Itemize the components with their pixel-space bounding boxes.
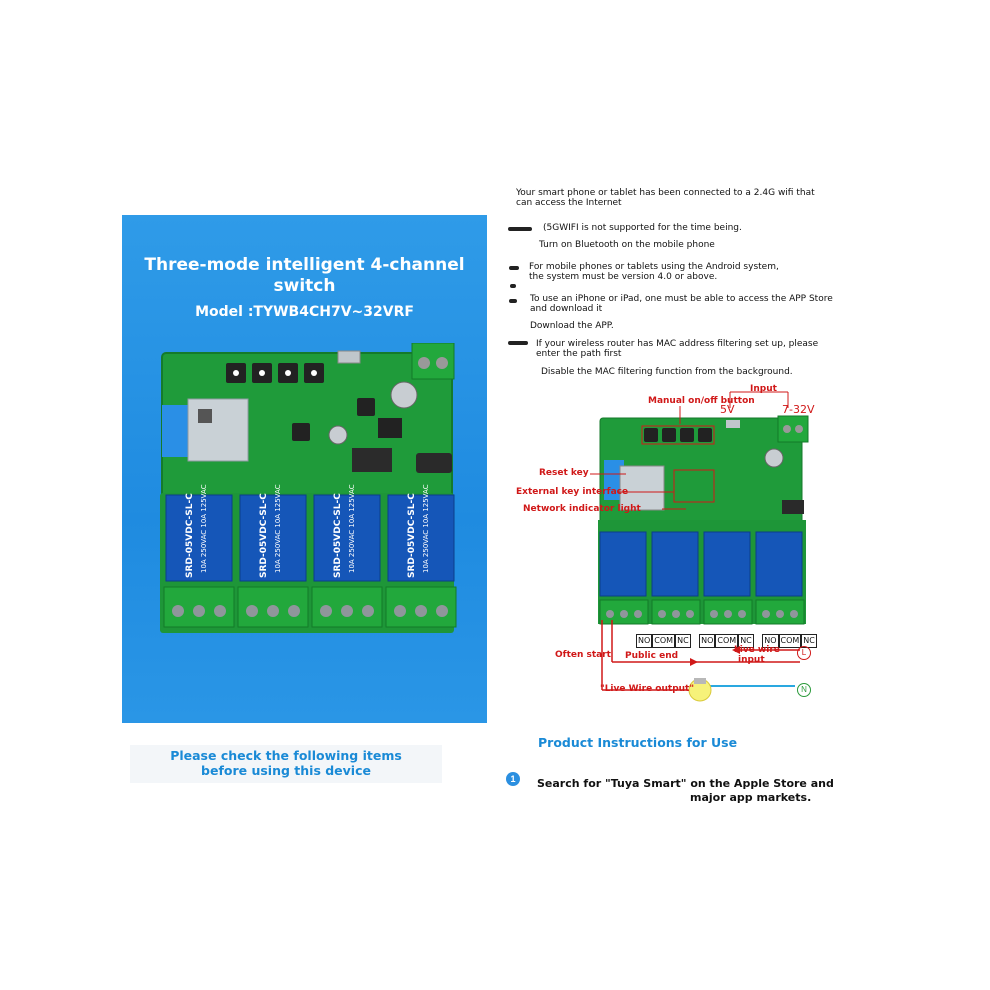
relay-group xyxy=(165,494,455,582)
requirement-4-line1: For mobile phones or tablets using the A… xyxy=(529,262,779,272)
requirement-1-line1: Your smart phone or tablet has been conn… xyxy=(516,188,815,198)
bullet-4-icon xyxy=(509,266,519,270)
often-start-label: Often start xyxy=(555,650,611,660)
requirement-5: To use an iPhone or iPad, one must be ab… xyxy=(530,294,833,314)
callout-lines xyxy=(590,391,789,510)
requirement-1-line2: can access the Internet xyxy=(516,198,622,208)
neutral-n-icon: N xyxy=(797,683,811,697)
live-l-icon: L xyxy=(797,646,811,660)
notice-line2: before using this device xyxy=(201,763,371,778)
svg-text:SRD-05VDC-SL-C: SRD-05VDC-SL-C xyxy=(407,493,417,578)
requirement-8: Disable the MAC filtering function from … xyxy=(541,367,793,377)
requirement-7-line2: enter the path first xyxy=(536,349,622,359)
terminal-nc-1: NC xyxy=(675,634,691,648)
svg-text:SRD-05VDC-SL-C: SRD-05VDC-SL-C xyxy=(333,493,343,578)
pcb-board-image: SRD-05VDC-SL-C SRD-05VDC-SL-C SRD-05VDC-… xyxy=(160,343,457,633)
svg-text:10A 250VAC 10A 125VAC: 10A 250VAC 10A 125VAC xyxy=(348,484,356,573)
product-title-line2: switch xyxy=(273,276,336,296)
wiring-board-image xyxy=(598,415,809,625)
wiring-lines xyxy=(601,620,800,702)
bullet-7-icon xyxy=(508,341,528,345)
svg-text:10A 250VAC 10A 125VAC: 10A 250VAC 10A 125VAC xyxy=(422,484,430,573)
notice-box: Please check the following items before … xyxy=(130,745,442,783)
requirement-1: Your smart phone or tablet has been conn… xyxy=(516,188,815,208)
step1-line1: Search for "Tuya Smart" on the Apple Sto… xyxy=(537,777,834,790)
manual-button-label: Manual on/off button xyxy=(648,396,755,406)
requirement-4-line2: the system must be version 4.0 or above. xyxy=(529,272,718,282)
network-light-label: Network indicator light xyxy=(523,504,641,514)
live-wire-input-label: Live wire input xyxy=(734,645,780,665)
requirement-6: Download the APP. xyxy=(530,321,614,331)
product-model: Model :TYWB4CH7V~32VRF xyxy=(195,304,414,320)
input-label: Input xyxy=(750,384,777,394)
7-32v-label: 7-32V xyxy=(782,403,815,416)
terminal-no-1: NO xyxy=(636,634,653,648)
terminal-com-2: COM xyxy=(715,634,739,648)
requirement-3: Turn on Bluetooth on the mobile phone xyxy=(539,240,715,250)
step-number-icon: 1 xyxy=(506,772,520,786)
terminal-com-3: COM xyxy=(778,634,802,648)
reset-key-label: Reset key xyxy=(539,468,589,478)
requirement-5-line1: To use an iPhone or iPad, one must be ab… xyxy=(530,294,833,304)
terminal-nc-2: NC xyxy=(738,634,754,648)
svg-text:10A 250VAC 10A 125VAC: 10A 250VAC 10A 125VAC xyxy=(274,484,282,573)
requirement-4: For mobile phones or tablets using the A… xyxy=(529,262,779,282)
external-key-label: External key interface xyxy=(516,487,629,497)
5v-label: 5V xyxy=(720,403,735,416)
svg-text:SRD-05VDC-SL-C: SRD-05VDC-SL-C xyxy=(185,493,195,578)
product-title-line1: Three-mode intelligent 4-channel xyxy=(144,255,465,275)
section-title: Product Instructions for Use xyxy=(538,735,738,750)
live-wire-input-line1: Live wire xyxy=(734,645,780,655)
terminal-no-3: NO xyxy=(762,634,779,648)
requirement-5-line2: and download it xyxy=(530,304,603,314)
requirement-7-line1: If your wireless router has MAC address … xyxy=(536,339,819,349)
bullet-dot-icon xyxy=(510,284,516,288)
bullet-5-icon xyxy=(509,299,517,303)
terminal-no-2: NO xyxy=(699,634,716,648)
svg-text:10A 250VAC 10A 125VAC: 10A 250VAC 10A 125VAC xyxy=(200,484,208,573)
terminal-com-1: COM xyxy=(652,634,676,648)
step1-line2: major app markets. xyxy=(690,791,812,804)
product-panel: Three-mode intelligent 4-channel switch … xyxy=(122,215,487,723)
live-wire-input-line2: input xyxy=(738,655,765,665)
bullet-2-icon xyxy=(508,227,532,231)
requirement-2: (5GWIFI is not supported for the time be… xyxy=(543,223,742,233)
live-wire-output-label: "Live Wire output" xyxy=(600,684,695,694)
svg-text:SRD-05VDC-SL-C: SRD-05VDC-SL-C xyxy=(259,493,269,578)
notice-line1: Please check the following items xyxy=(170,748,402,763)
public-end-label: Public end xyxy=(625,651,679,661)
requirement-7: If your wireless router has MAC address … xyxy=(536,339,818,359)
